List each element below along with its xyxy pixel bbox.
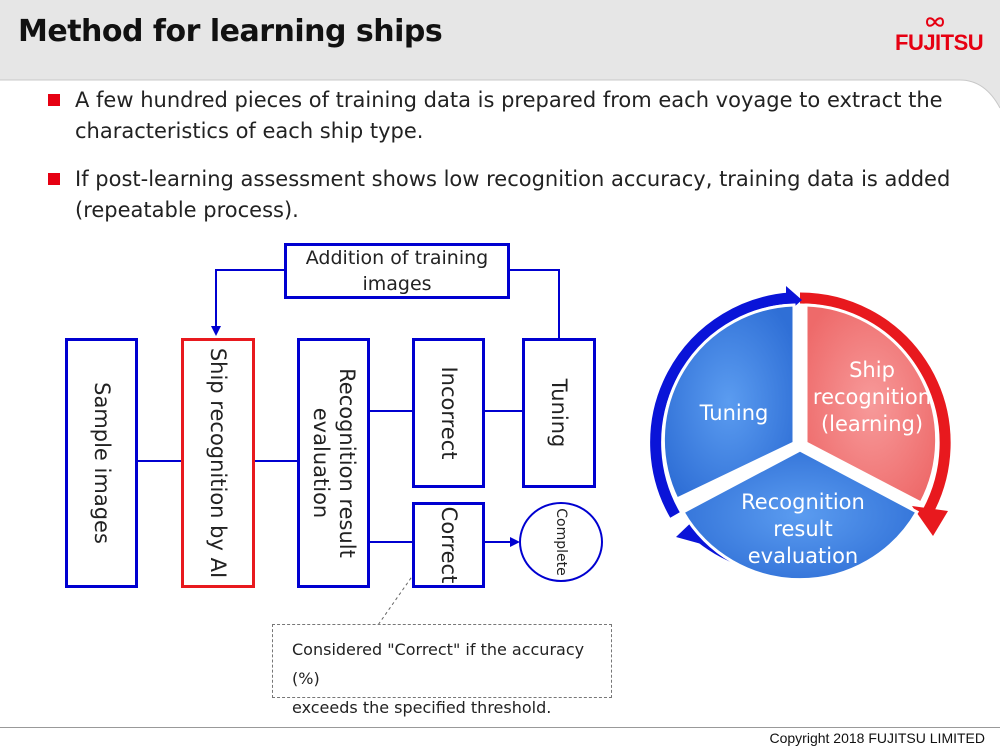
fujitsu-logo: FUJITSU — [895, 30, 984, 55]
cycle-label-learning: (learning) — [821, 412, 923, 436]
bullet-text: A few hundred pieces of training data is… — [75, 88, 943, 143]
fujitsu-infinity-icon — [925, 17, 945, 27]
cycle-sector-evaluation — [680, 448, 920, 582]
cycle-arc-blue-left — [650, 292, 791, 518]
cycle-arc-red — [799, 292, 951, 518]
bullet-text: If post-learning assessment shows low re… — [75, 167, 951, 222]
incorrect-box: Incorrect — [412, 338, 485, 488]
cycle-sector-ship-recognition — [804, 303, 939, 506]
cycle-label-evaluation: evaluation — [748, 544, 858, 568]
bullet-square-icon — [48, 173, 60, 185]
footer-divider — [0, 727, 1000, 728]
cycle-label-recognition: recognition — [813, 385, 931, 409]
correct-threshold-note: Considered "Correct" if the accuracy (%)… — [272, 624, 612, 717]
copyright-text: Copyright 2018 FUJITSU LIMITED — [769, 730, 985, 746]
cycle-sector-tuning — [661, 303, 796, 501]
cycle-arrowhead-red — [912, 506, 948, 536]
page-title: Method for learning ships — [18, 14, 443, 49]
note-line-1: Considered "Correct" if the accuracy (%) — [292, 640, 585, 688]
sample-images-box: Sample images — [65, 338, 138, 588]
cycle-label-result: result — [773, 517, 832, 541]
bullet-item-2: If post-learning assessment shows low re… — [48, 164, 950, 226]
cycle-label-recognition-eval: Recognition — [741, 490, 865, 514]
cycle-label-ship: Ship — [849, 358, 895, 382]
correct-box: Correct — [412, 502, 485, 588]
bullet-square-icon — [48, 94, 60, 106]
note-line-2: exceeds the specified threshold. — [292, 698, 552, 717]
ship-recognition-box: Ship recognition by AI — [181, 338, 255, 588]
recognition-evaluation-box: Recognition result evaluation — [297, 338, 370, 588]
tuning-box: Tuning — [522, 338, 596, 488]
header-curve — [0, 0, 1000, 109]
connector-tuning-to-addition — [510, 269, 560, 338]
cycle-label-tuning: Tuning — [699, 401, 769, 425]
addition-of-training-images-box: Addition of training images — [284, 243, 510, 299]
connector-addition-to-recognition — [211, 269, 284, 336]
complete-circle: Complete — [519, 502, 603, 582]
bullet-item-1: A few hundred pieces of training data is… — [48, 85, 948, 147]
addition-label: Addition of training images — [305, 247, 489, 295]
